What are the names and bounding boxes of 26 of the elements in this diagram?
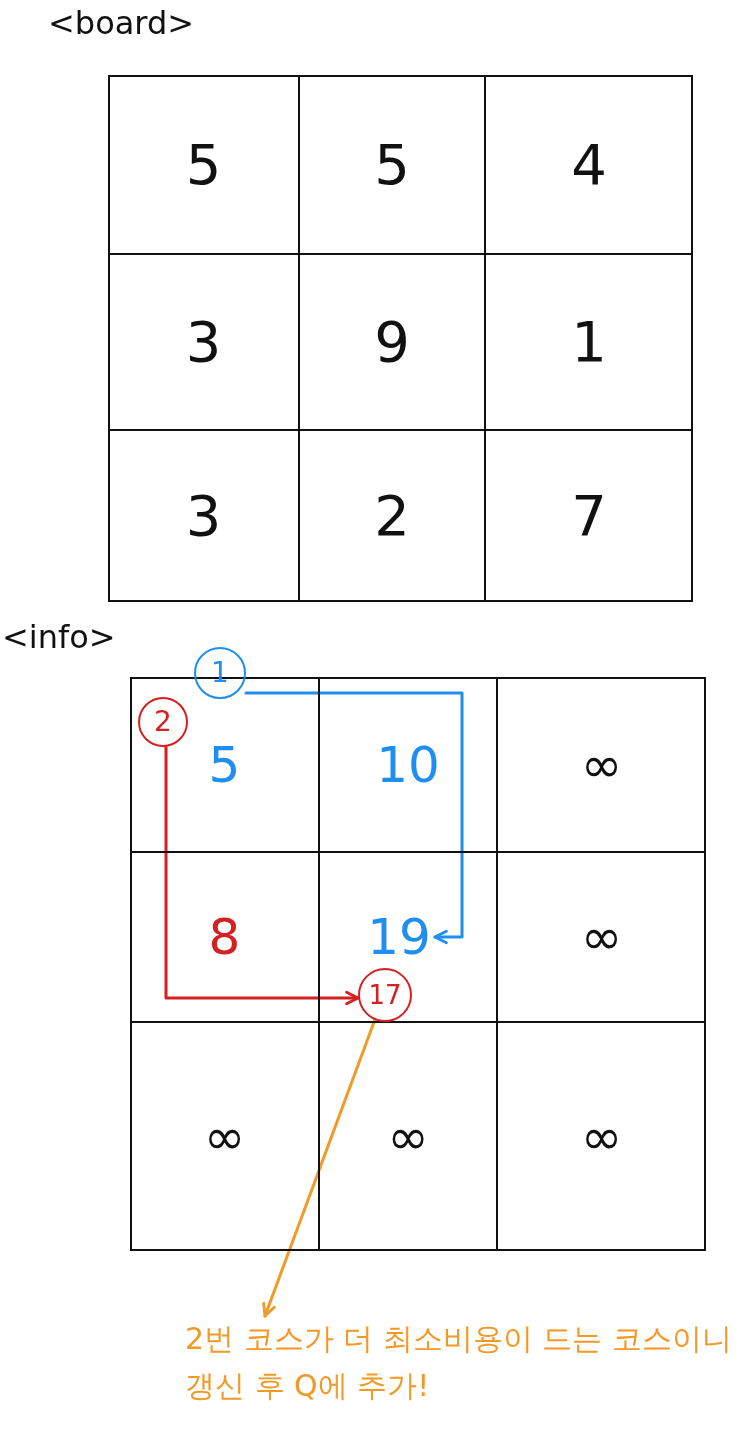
note-text: 2번 코스가 더 최소비용이 드는 코스이니 갱신 후 Q에 추가! bbox=[185, 1316, 750, 1434]
value-text: 4 bbox=[571, 136, 607, 193]
value-text: ∞ bbox=[580, 739, 623, 790]
value-text: 2 bbox=[374, 488, 410, 544]
value-text: 5 bbox=[208, 739, 241, 790]
value-text: 1 bbox=[571, 314, 607, 370]
value-text: ∞ bbox=[387, 1111, 429, 1162]
value-text: 8 bbox=[208, 912, 241, 962]
value-text: 9 bbox=[374, 314, 410, 370]
grid-title: <info> bbox=[2, 618, 116, 657]
circled-number: 17 bbox=[358, 968, 412, 1022]
value-text: 7 bbox=[571, 488, 607, 544]
grid-title: <board> bbox=[48, 4, 195, 43]
value-text: 5 bbox=[374, 136, 410, 193]
route-arrow bbox=[164, 745, 360, 1006]
leader-arrow bbox=[262, 1018, 377, 1318]
value-text: ∞ bbox=[203, 1111, 246, 1162]
circled-number: 2 bbox=[138, 697, 188, 747]
route-arrow bbox=[244, 691, 464, 945]
value-text: 10 bbox=[376, 739, 440, 790]
value-text: 3 bbox=[185, 314, 222, 370]
value-text: 3 bbox=[185, 488, 222, 544]
value-text: ∞ bbox=[580, 912, 623, 962]
value-text: ∞ bbox=[580, 1111, 623, 1162]
value-text: 19 bbox=[363, 909, 435, 965]
value-text: 5 bbox=[185, 136, 222, 193]
